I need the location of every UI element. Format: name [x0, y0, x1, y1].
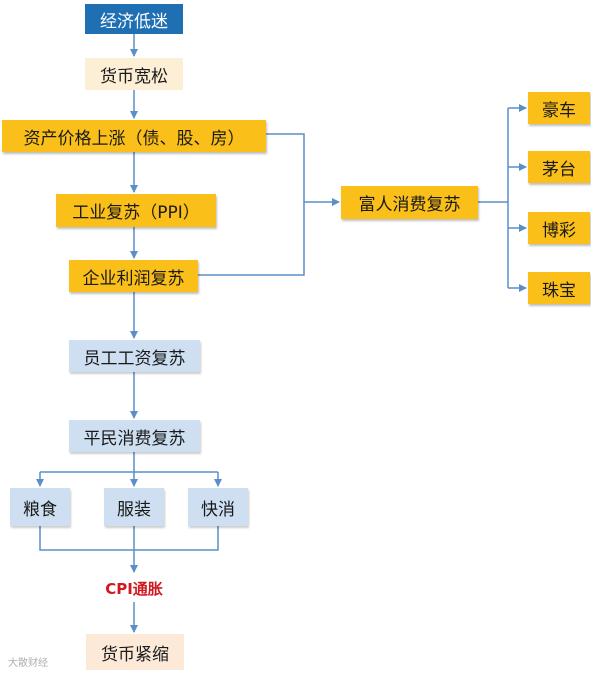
node-liangshi: 粮食 [10, 488, 70, 526]
node-bocai: 博彩 [528, 212, 590, 244]
node-pingmin-xiaofei: 平民消费复苏 [69, 420, 200, 452]
node-zhubao: 珠宝 [528, 272, 590, 304]
node-fuzhuang: 服装 [104, 488, 164, 526]
node-zichan-jiage: 资产价格上涨（债、股、房） [2, 120, 266, 152]
node-yuangong-gongzi: 员工工资复苏 [69, 340, 200, 372]
node-jingji-dimi: 经济低迷 [85, 4, 183, 34]
node-furen-xiaofei: 富人消费复苏 [341, 186, 478, 219]
edge-merge-bus [39, 526, 219, 551]
watermark: 大散财经 [8, 658, 48, 669]
edge-zichan-to-furen [266, 133, 340, 206]
node-gongye-fusu: 工业复苏（PPI） [56, 194, 216, 227]
node-haoche: 豪车 [528, 92, 590, 124]
edge-lirun-to-furen [198, 202, 305, 276]
node-maotai: 茅台 [528, 151, 590, 183]
node-qiye-lirun: 企业利润复苏 [69, 260, 198, 292]
node-huobi-jinsuo: 货币紧缩 [86, 634, 184, 670]
node-kuaixiao: 快消 [188, 488, 248, 526]
node-huobi-kuansong: 货币宽松 [85, 58, 183, 90]
node-cpi-tongzhang: CPI通胀 [105, 579, 163, 598]
